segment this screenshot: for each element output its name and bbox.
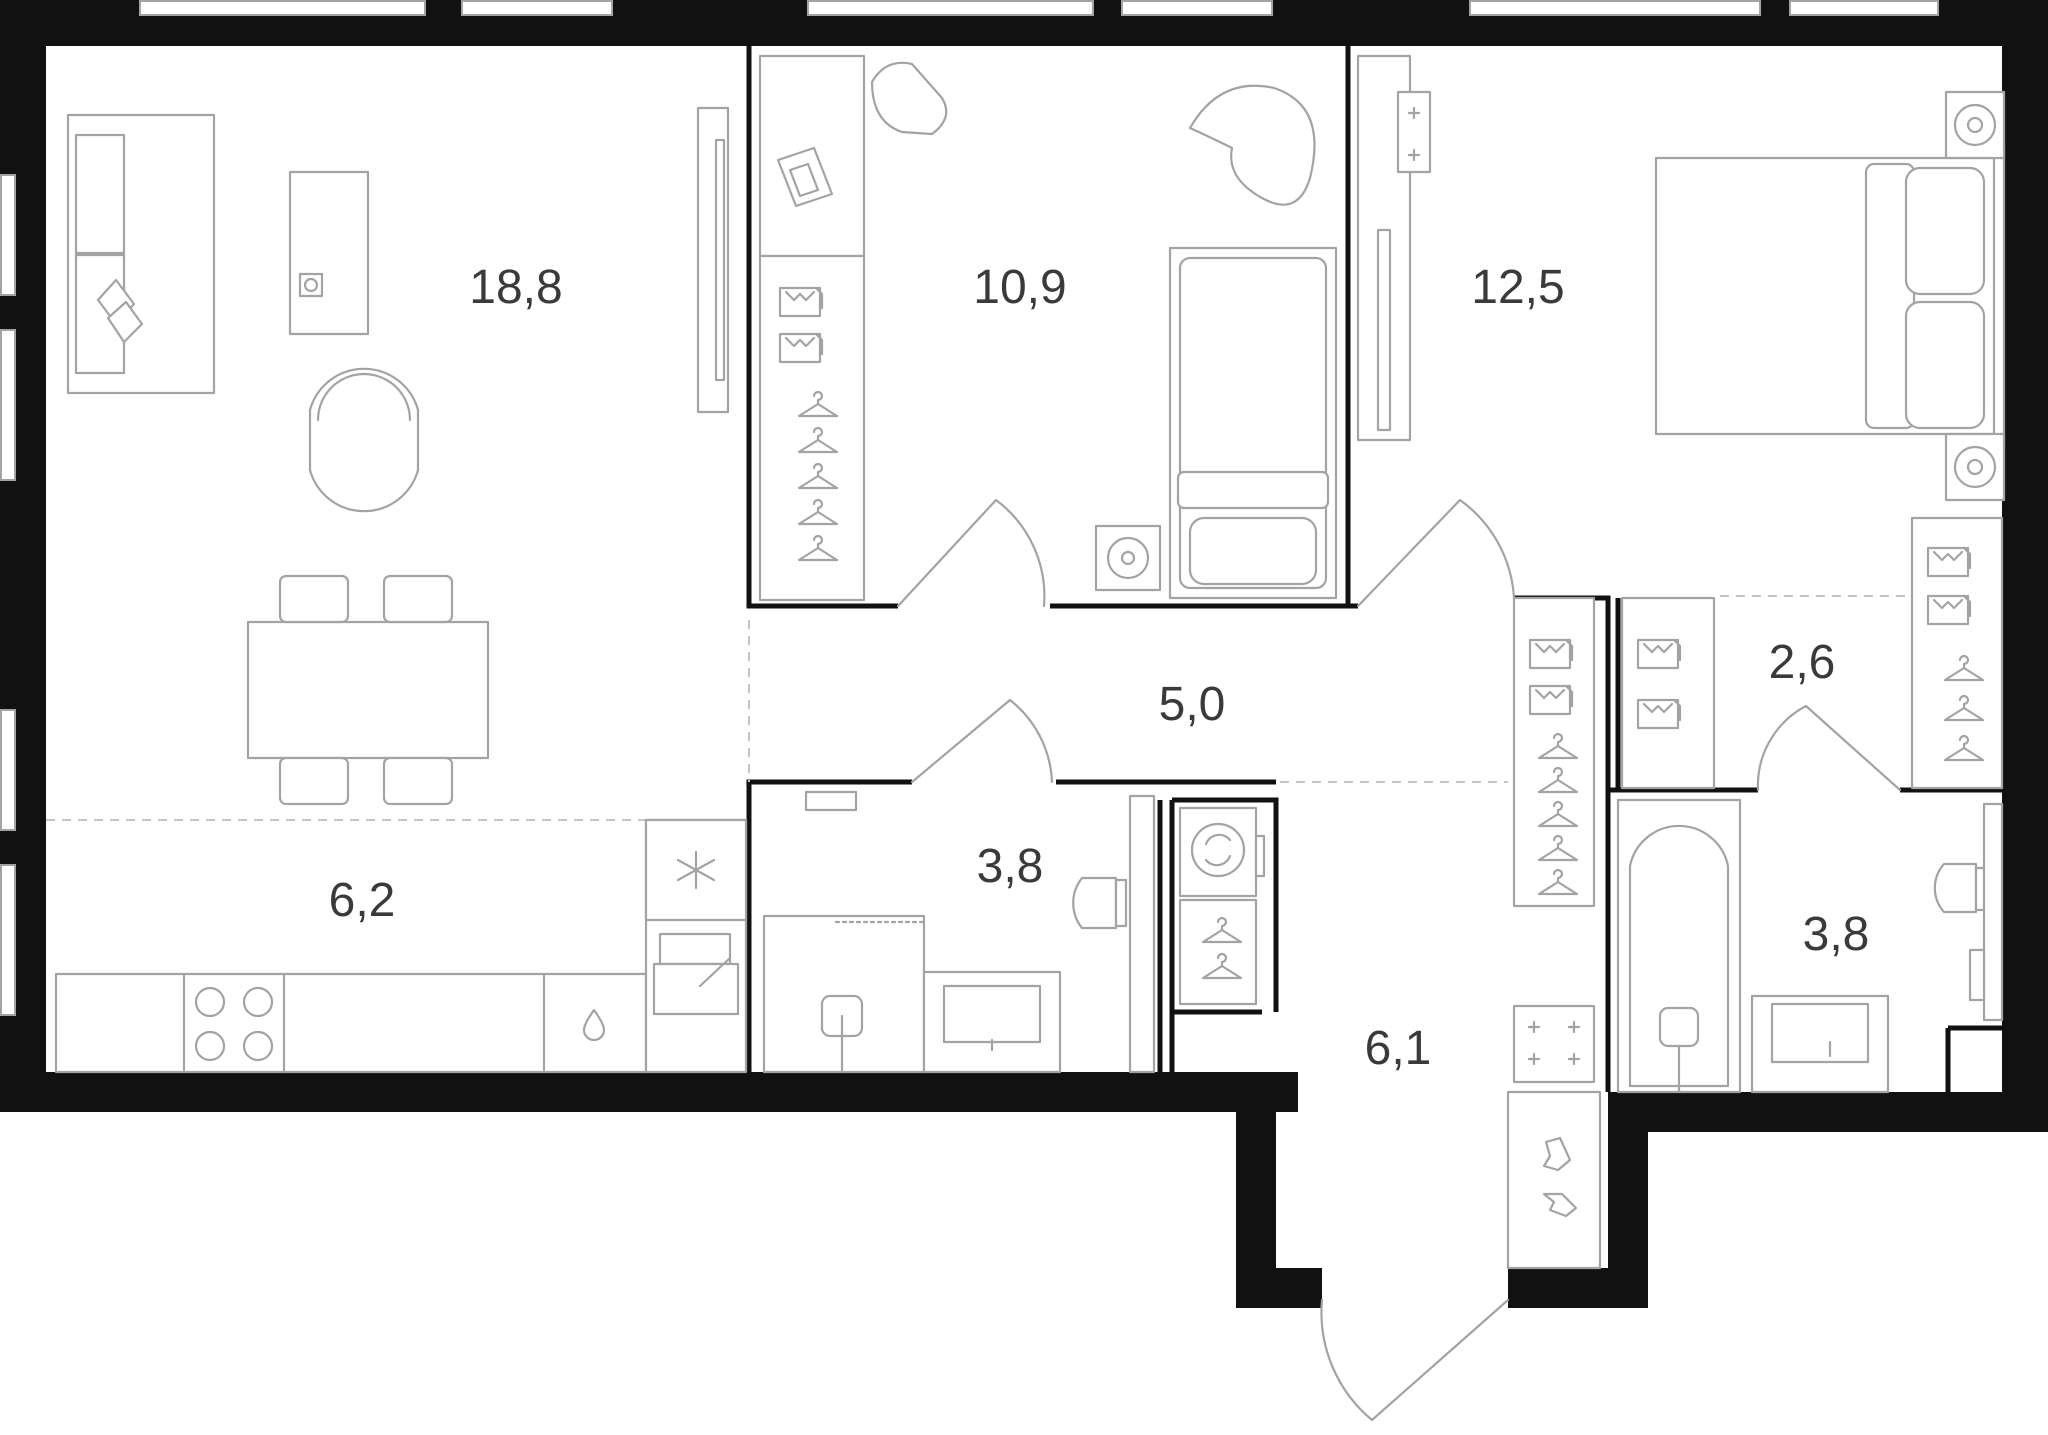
folded-shirt-icon — [778, 286, 824, 318]
windows — [0, 0, 1939, 1016]
tv-icon — [696, 106, 730, 414]
interior-walls — [746, 46, 2002, 1092]
toilet-icon — [1072, 876, 1128, 930]
living-room-area: 18,8 — [469, 261, 562, 314]
nightstand-icon — [1094, 524, 1162, 592]
area-labels: 18,8 10,9 12,5 5,0 2,6 6,2 3,8 6,1 3,8 — [329, 261, 1870, 1075]
bedroom-small — [758, 54, 1338, 602]
single-bed-icon — [1168, 246, 1338, 600]
zone-separators — [46, 595, 2002, 821]
dining-table-icon — [246, 574, 490, 806]
door-swing-icon — [1356, 498, 1516, 608]
bedroom-small-area: 10,9 — [973, 261, 1066, 314]
bedroom-master — [1356, 54, 2006, 502]
laundry-closet — [1178, 806, 1266, 1006]
folded-shirt-icon — [1636, 638, 1682, 670]
nightstand-icon — [1944, 90, 2006, 160]
folded-shirt-icon — [1926, 546, 1972, 578]
corridor-area: 6,1 — [1365, 1022, 1432, 1075]
door-swing-icon — [1756, 704, 1902, 792]
shower-icon — [820, 994, 864, 1074]
bedroom-master-area: 12,5 — [1471, 261, 1564, 314]
sofa-icon — [66, 113, 216, 395]
laptop-icon — [776, 146, 834, 208]
kitchen-area: 6,2 — [329, 874, 396, 927]
bathroom-right — [1616, 798, 2004, 1094]
wall-socket-icon — [1396, 90, 1432, 174]
sink-icon — [652, 932, 740, 1016]
double-bed-icon — [1654, 144, 2006, 448]
folded-shirt-icon — [778, 332, 824, 364]
door-swing-icon — [896, 498, 1046, 608]
kitchen — [54, 818, 748, 1074]
wardrobe-room — [1620, 516, 2004, 790]
bathroom-left-area: 3,8 — [977, 840, 1044, 893]
folded-shirt-icon — [1528, 684, 1574, 716]
kitchen-counter — [54, 972, 648, 1074]
tv-icon — [1356, 54, 1412, 442]
washing-machine-icon — [1178, 806, 1258, 898]
doors — [896, 498, 1902, 1422]
hallway-closet — [1506, 596, 1602, 1270]
coffee-table-icon — [288, 170, 370, 336]
water-drop-icon — [582, 1008, 606, 1042]
living-room — [66, 106, 730, 806]
sink-icon — [922, 970, 1062, 1074]
armchair-icon — [1188, 84, 1316, 206]
desk-chair-icon — [870, 61, 948, 136]
fridge-icon — [644, 818, 748, 922]
sink-icon — [1750, 994, 1890, 1094]
shoe-icon — [1542, 1136, 1578, 1218]
stove-icon — [194, 986, 274, 1062]
shoe-cabinet — [1506, 1090, 1602, 1270]
wardrobe-area: 2,6 — [1769, 636, 1836, 689]
folded-shirt-icon — [1528, 638, 1574, 670]
folded-shirt-icon — [1926, 594, 1972, 626]
toilet-icon — [1933, 862, 1988, 914]
nightstand-icon — [1944, 432, 2006, 502]
folded-shirt-icon — [1636, 698, 1682, 730]
bathroom-left — [762, 790, 1156, 1074]
door-swing-icon — [1320, 1298, 1510, 1422]
shower-tray — [762, 914, 926, 1074]
armchair-icon — [308, 367, 420, 513]
bathroom-right-area: 3,8 — [1803, 908, 1870, 961]
wall-socket-icon — [1512, 1004, 1596, 1084]
hallway-area: 5,0 — [1159, 678, 1226, 731]
door-swing-icon — [910, 698, 1054, 784]
bathtub-icon — [1616, 798, 1742, 1094]
